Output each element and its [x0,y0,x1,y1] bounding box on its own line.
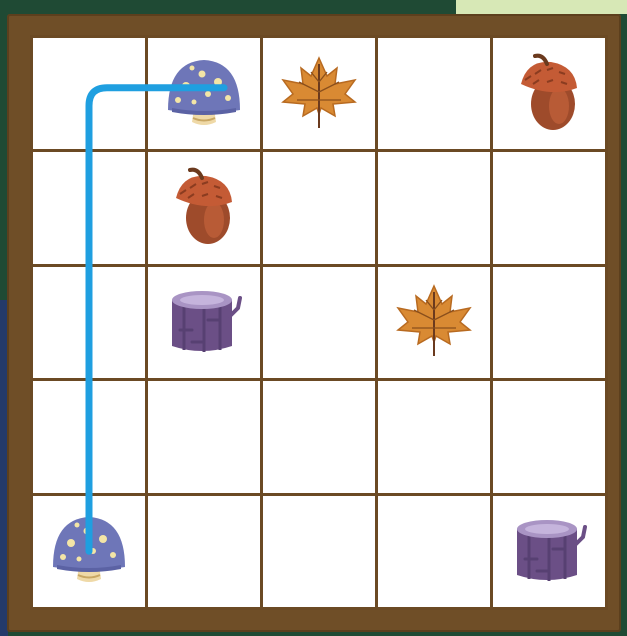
board-cell-r0-c4[interactable] [493,38,605,149]
board-cell-r2-c1[interactable] [148,267,260,378]
acorn-icon [162,166,246,250]
board-cell-r2-c3[interactable] [378,267,490,378]
board-cell-r3-c3[interactable] [378,381,490,492]
board-cell-r1-c0[interactable] [33,152,145,263]
maple-leaf-icon [277,52,361,136]
board-cell-r3-c0[interactable] [33,381,145,492]
board-cell-r1-c3[interactable] [378,152,490,263]
board-cell-r2-c2[interactable] [263,267,375,378]
board-cell-r2-c4[interactable] [493,267,605,378]
board-cell-r3-c1[interactable] [148,381,260,492]
background-corner [456,0,627,14]
board-cell-r1-c2[interactable] [263,152,375,263]
board-cell-r0-c3[interactable] [378,38,490,149]
board-cell-r4-c2[interactable] [263,496,375,607]
board-cell-r0-c2[interactable] [263,38,375,149]
board-cell-r2-c0[interactable] [33,267,145,378]
board-cell-r3-c2[interactable] [263,381,375,492]
game-board [30,35,608,610]
board-cell-r1-c1[interactable] [148,152,260,263]
stump-icon [162,280,246,364]
board-cell-r1-c4[interactable] [493,152,605,263]
board-cell-r0-c0[interactable] [33,38,145,149]
board-cell-r4-c0[interactable] [33,496,145,607]
board-cell-r4-c3[interactable] [378,496,490,607]
mushroom-icon [47,509,131,593]
board-cell-r3-c4[interactable] [493,381,605,492]
board-cell-r0-c1[interactable] [148,38,260,149]
board-cell-r4-c1[interactable] [148,496,260,607]
mushroom-icon [162,52,246,136]
maple-leaf-icon [392,280,476,364]
acorn-icon [507,52,591,136]
stump-icon [507,509,591,593]
board-cell-r4-c4[interactable] [493,496,605,607]
